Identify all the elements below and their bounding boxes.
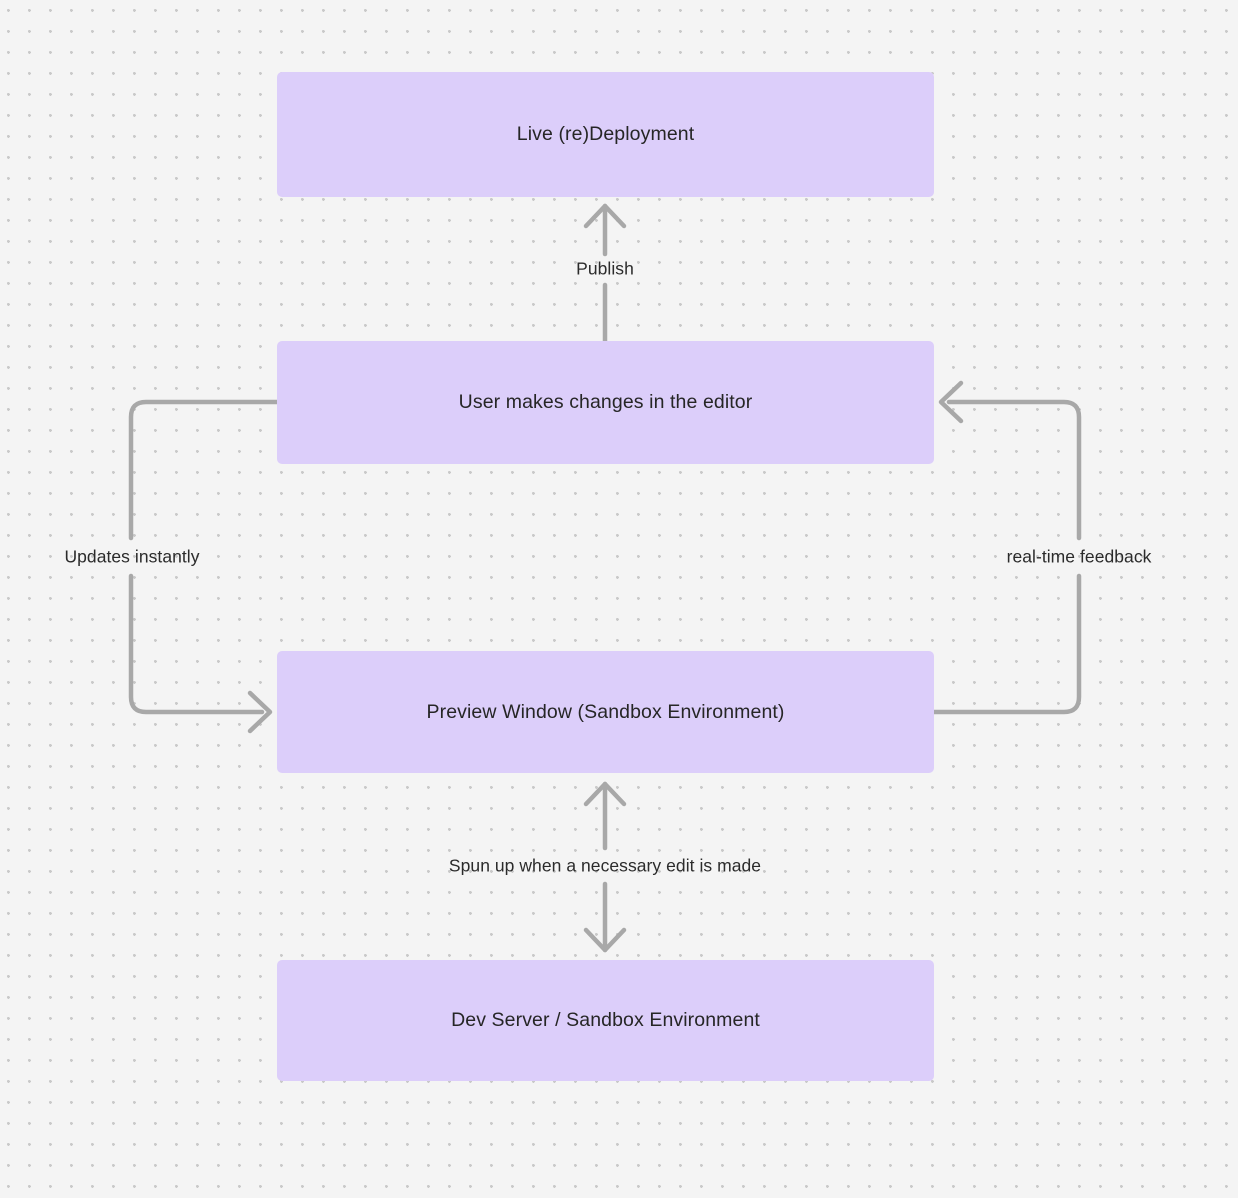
node-dev-server-label: Dev Server / Sandbox Environment	[451, 1009, 760, 1032]
edge-updates-instantly	[128, 399, 280, 734]
node-preview-window-label: Preview Window (Sandbox Environment)	[426, 700, 785, 723]
node-dev-server[interactable]: Dev Server / Sandbox Environment	[277, 960, 934, 1081]
arrowhead-up-spun	[583, 781, 627, 807]
node-live-redeployment[interactable]: Live (re)Deployment	[277, 72, 934, 197]
node-user-makes-changes-label: User makes changes in the editor	[458, 391, 753, 414]
node-preview-window[interactable]: Preview Window (Sandbox Environment)	[277, 651, 934, 773]
arrowhead-up-publish	[583, 203, 627, 229]
edge-label-updates-instantly: Updates instantly	[64, 546, 200, 567]
arrowhead-left-feedback	[938, 380, 964, 424]
node-user-makes-changes[interactable]: User makes changes in the editor	[277, 341, 934, 464]
arrowhead-right-updates	[247, 690, 273, 734]
edge-label-spun-up: Spun up when a necessary edit is made	[448, 855, 762, 876]
node-live-redeployment-label: Live (re)Deployment	[516, 123, 695, 146]
edge-label-real-time-feedback: real-time feedback	[1006, 546, 1152, 567]
arrowhead-down-spun	[583, 927, 627, 953]
edge-label-publish: Publish	[576, 258, 634, 279]
